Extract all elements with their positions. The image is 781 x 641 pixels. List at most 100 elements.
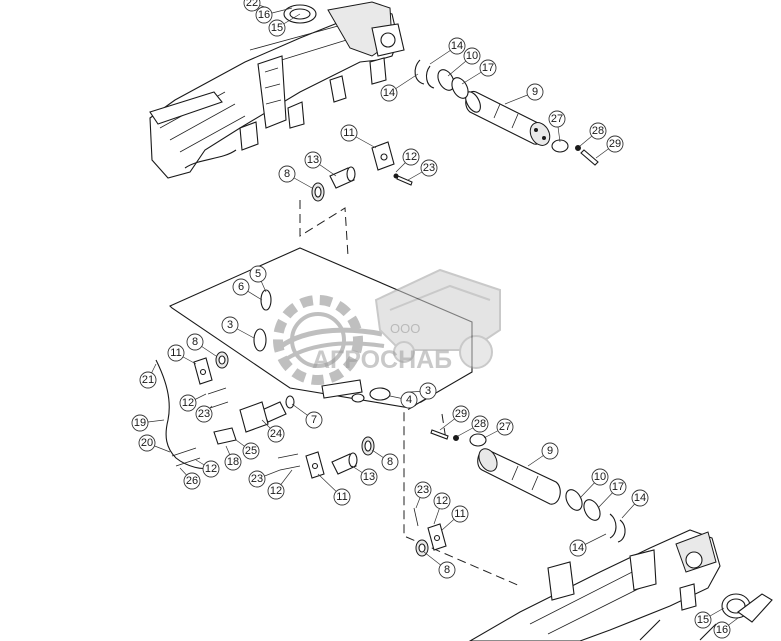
callout-number: 21 <box>142 374 154 386</box>
callout-14: 14 <box>380 73 419 102</box>
callout-circle <box>360 468 378 486</box>
callout-11: 11 <box>340 124 377 149</box>
washer-8-top <box>311 182 325 202</box>
callout-7: 7 <box>291 403 323 429</box>
callout-circle <box>138 434 156 452</box>
callout-circle <box>448 37 466 55</box>
axle-housing-middle <box>169 247 473 409</box>
callout-number: 11 <box>454 508 465 520</box>
callout-number: 8 <box>444 564 450 576</box>
callout-number: 10 <box>466 50 478 62</box>
callout-12: 12 <box>395 148 420 173</box>
callout-circle <box>224 453 242 471</box>
callout-circle <box>609 478 627 496</box>
callout-10: 10 <box>579 468 609 499</box>
callout-12: 12 <box>179 393 207 412</box>
callout-number: 12 <box>436 495 448 507</box>
callout-circle <box>569 539 587 557</box>
callout-circle <box>340 124 358 142</box>
callout-5: 5 <box>249 265 267 293</box>
callout-number: 27 <box>499 421 511 433</box>
callout-number: 5 <box>255 268 261 280</box>
hardware-27-29-top <box>551 139 599 166</box>
callout-circle <box>139 371 157 389</box>
callout-number: 23 <box>423 162 435 174</box>
callout-circle <box>631 489 649 507</box>
callout-number: 23 <box>417 484 429 496</box>
callout-11: 11 <box>317 473 351 506</box>
callout-number: 12 <box>205 463 217 475</box>
ring-7 <box>285 395 295 409</box>
callout-number: 6 <box>238 281 244 293</box>
callout-number: 29 <box>609 138 621 150</box>
callout-number: 13 <box>363 471 375 483</box>
callout-circle <box>414 481 432 499</box>
callout-27: 27 <box>548 110 566 143</box>
callout-27: 27 <box>483 418 514 439</box>
callout-circle <box>249 265 267 283</box>
callout-12: 12 <box>433 492 451 525</box>
callout-number: 17 <box>612 481 624 493</box>
bracket-11-top <box>371 141 395 171</box>
callout-23: 23 <box>407 159 438 181</box>
bushing-13-top <box>329 166 356 189</box>
callout-circle <box>541 442 559 460</box>
callout-number: 25 <box>245 445 257 457</box>
callout-number: 8 <box>192 336 198 348</box>
callout-8: 8 <box>278 165 313 189</box>
bushing-13-lower <box>331 452 358 475</box>
hose-19-20 <box>155 359 213 469</box>
washer-8-left <box>215 351 229 369</box>
watermark-logo <box>273 268 501 385</box>
callout-6: 6 <box>232 278 263 301</box>
bolt-23-right <box>413 507 419 527</box>
callout-circle <box>381 453 399 471</box>
callout-number: 8 <box>284 168 290 180</box>
callout-circle <box>433 492 451 510</box>
callout-4: 4 <box>389 391 418 409</box>
bracket-11-right <box>427 523 447 551</box>
callout-circle <box>242 442 260 460</box>
callout-number: 24 <box>270 428 282 440</box>
callout-circle <box>591 468 609 486</box>
callout-circle <box>606 135 624 153</box>
callout-circle <box>179 394 197 412</box>
callout-circle <box>243 0 261 12</box>
callout-circle <box>420 159 438 177</box>
callout-circle <box>195 405 213 423</box>
callout-19: 19 <box>131 414 165 432</box>
callout-circle <box>232 278 250 296</box>
washer-8-lower <box>361 436 375 456</box>
callout-25: 25 <box>235 439 260 460</box>
callout-3: 3 <box>221 316 255 339</box>
callout-8: 8 <box>371 449 399 471</box>
callout-number: 4 <box>406 394 412 406</box>
callout-number: 15 <box>271 22 283 34</box>
pin-24 <box>239 401 287 433</box>
callout-14: 14 <box>621 489 649 519</box>
callout-circle <box>713 621 731 639</box>
callout-number: 23 <box>251 473 263 485</box>
callout-number: 9 <box>547 445 553 457</box>
callout-number: 12 <box>270 485 282 497</box>
callout-number: 19 <box>134 417 146 429</box>
callout-circle <box>463 47 481 65</box>
bolt-23-top <box>393 173 413 186</box>
callout-10: 10 <box>447 47 481 77</box>
callout-circle <box>267 482 285 500</box>
callout-number: 11 <box>343 127 354 139</box>
callout-circle <box>131 414 149 432</box>
plate-18 <box>213 427 237 445</box>
callout-number: 3 <box>425 385 431 397</box>
callout-number: 12 <box>405 151 417 163</box>
callout-15: 15 <box>694 607 725 629</box>
callout-circle <box>305 411 323 429</box>
callout-17: 17 <box>461 59 497 85</box>
callout-number: 26 <box>186 475 198 487</box>
callout-circle <box>202 460 220 478</box>
callout-circle <box>471 415 489 433</box>
callout-number: 29 <box>455 408 467 420</box>
callout-21: 21 <box>139 363 157 389</box>
callout-circle <box>248 470 266 488</box>
